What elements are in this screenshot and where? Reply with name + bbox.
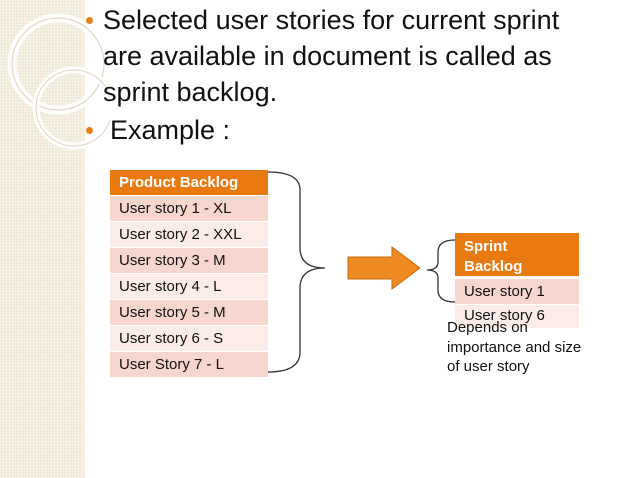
bullet-2-line-1: Example :	[110, 115, 231, 145]
right-arrow-icon	[347, 246, 421, 290]
table-row: User story 2 - XXL	[110, 222, 268, 248]
bullet-1-line-2: are available in document is called as	[103, 41, 552, 71]
bullet-1-line-3: sprint backlog.	[103, 77, 278, 107]
table-row: User story 1	[455, 279, 579, 305]
sprint-backlog-header-line-2: Backlog	[464, 258, 523, 275]
table-row: User story 6 - S	[110, 326, 268, 352]
table-row: User story 1 - XL	[110, 196, 268, 222]
note-line-3: of user story	[447, 358, 530, 375]
table-row: User story 5 - M	[110, 300, 268, 326]
bullet-icon	[86, 17, 93, 24]
product-backlog-table: Product Backlog User story 1 - XL User s…	[110, 170, 268, 378]
table-row: User Story 7 - L	[110, 352, 268, 378]
sprint-backlog-header-line-1: Sprint	[464, 238, 508, 255]
curly-brace-icon	[267, 171, 326, 373]
decorative-strip-edge	[82, 0, 85, 478]
note-line-1: Depends on	[447, 319, 528, 336]
bullet-1-line-1: Selected user stories for current sprint	[103, 5, 560, 35]
product-backlog-header: Product Backlog	[110, 170, 268, 196]
sprint-backlog-table: Sprint Backlog User story 1 User story 6	[455, 233, 579, 329]
decorative-circles	[7, 13, 110, 150]
sprint-backlog-header: Sprint Backlog	[455, 233, 579, 277]
small-brace-icon	[426, 239, 456, 303]
note-line-2: importance and size	[447, 339, 582, 356]
table-row: User story 4 - L	[110, 274, 268, 300]
table-row: User story 3 - M	[110, 248, 268, 274]
bullet-icon	[86, 127, 93, 134]
table-row: User story 6	[455, 305, 579, 329]
